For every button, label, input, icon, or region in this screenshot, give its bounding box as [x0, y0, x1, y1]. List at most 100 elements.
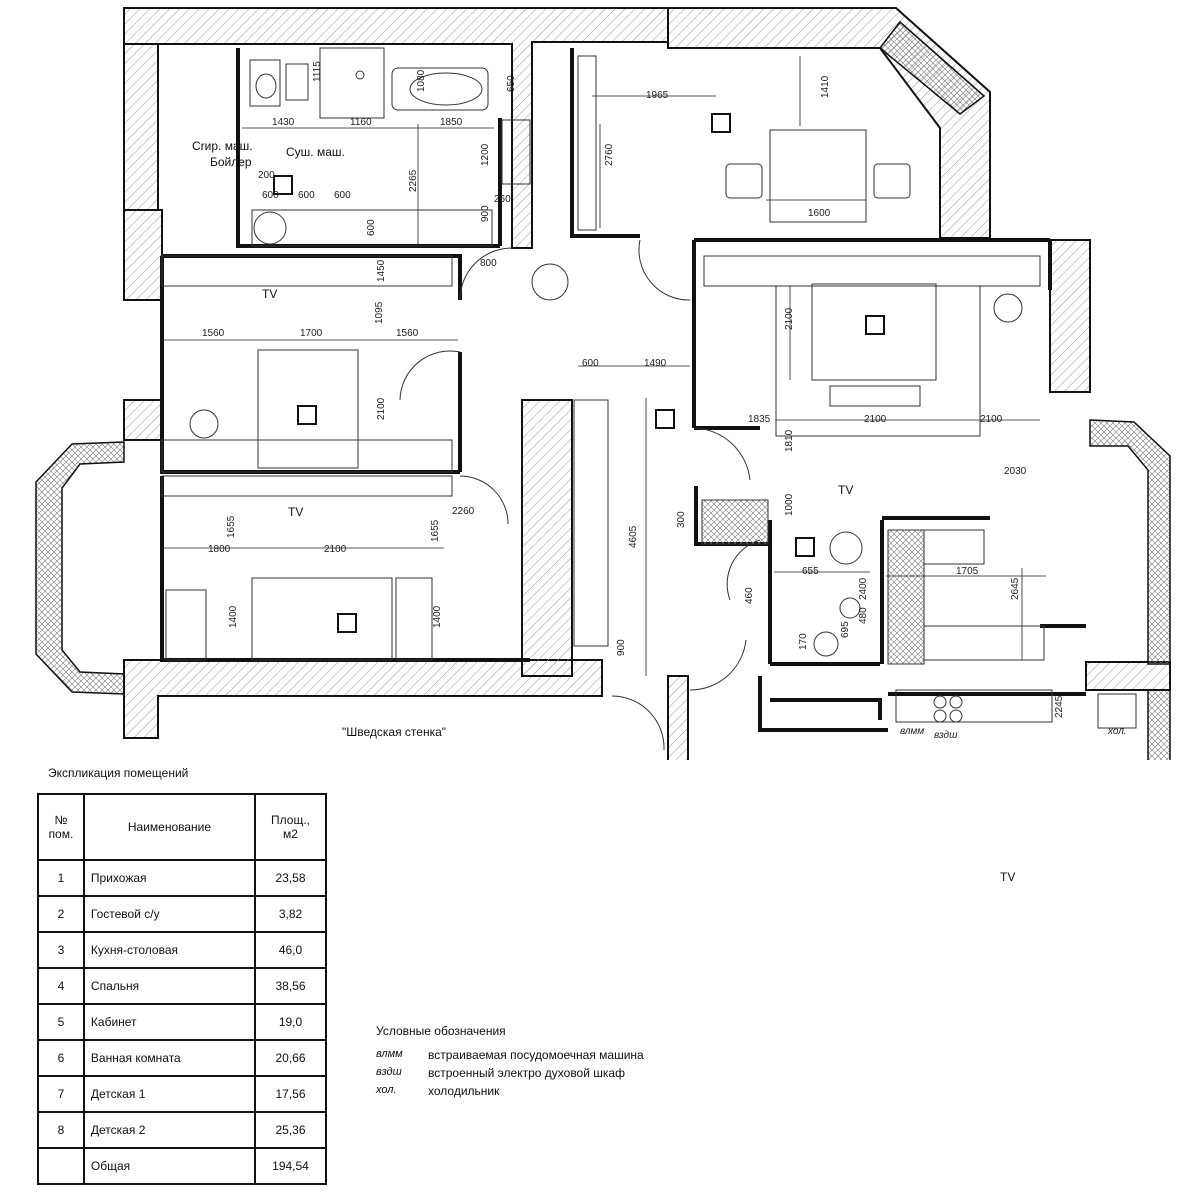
row-num: 5 [37, 1003, 85, 1041]
dim-label: 1000 [784, 493, 795, 516]
dim-label: 4605 [628, 525, 639, 548]
washer-label: Сrир. маш. [192, 139, 253, 153]
row-area: 19,0 [254, 1003, 327, 1041]
boiler-label: Бойлер [210, 155, 252, 169]
dim-label: 2100 [784, 307, 795, 330]
dim-label: 800 [480, 258, 497, 269]
tv-label-3: TV [838, 483, 853, 497]
header-area: Площ., м2 [254, 793, 327, 861]
dim-label: 1560 [202, 328, 225, 339]
row-num: 2 [37, 895, 85, 933]
dim-label: 1600 [808, 208, 831, 219]
dim-label: 655 [802, 566, 819, 577]
swedish-wall-label: "Шведская стенка" [342, 725, 446, 739]
row-area: 46,0 [254, 931, 327, 969]
row-name: Кабинет [82, 1003, 257, 1041]
row-name: Спальня [82, 967, 257, 1005]
dimension-lines [162, 56, 1046, 676]
dim-label: 600 [262, 190, 279, 201]
dim-label: 2100 [864, 414, 887, 425]
header-num: № пом. [37, 793, 85, 861]
dim-label: 600 [582, 358, 599, 369]
row-name: Ванная комната [82, 1039, 257, 1077]
legend-abbr: хол. [376, 1084, 397, 1096]
dim-label: 1080 [416, 69, 427, 92]
dim-label: 1400 [432, 605, 443, 628]
bay-window-top [878, 20, 986, 115]
dim-label: 2100 [980, 414, 1003, 425]
dim-label: 900 [480, 205, 491, 222]
tv-label-4: TV [1000, 870, 1016, 884]
fridge-tag: хол. [1107, 726, 1127, 737]
dim-label: 1655 [226, 515, 237, 538]
dimension-labels: 1430 1160 1850 1115 1080 650 1200 2265 2… [202, 61, 1065, 718]
row-name: Гостевой с/у [82, 895, 257, 933]
dim-label: 600 [366, 219, 377, 236]
row-name: Детская 1 [82, 1075, 257, 1113]
dryer-label: Суш. маш. [286, 145, 345, 159]
room-labels: Сrир. маш. Бойлер Суш. маш. TV TV TV "Шв… [192, 139, 1127, 741]
table-row: 3 Кухня-столовая 46,0 [37, 931, 327, 969]
dim-label: 2645 [1010, 577, 1021, 600]
row-num: 7 [37, 1075, 85, 1113]
room-schedule-table: № пом. Наименование Площ., м2 1 Прихожая… [37, 793, 327, 1185]
furniture [161, 47, 1137, 729]
row-area: 25,36 [254, 1111, 327, 1149]
dim-label: 1115 [312, 61, 323, 82]
schedule-header-row: № пом. Наименование Площ., м2 [37, 793, 327, 861]
legend-abbr: влмм [376, 1048, 403, 1060]
row-area: 20,66 [254, 1039, 327, 1077]
dim-label: 695 [840, 621, 851, 638]
dim-label: 1400 [228, 605, 239, 628]
dim-label: 900 [616, 639, 627, 656]
dim-label: 2100 [376, 397, 387, 420]
dim-label: 1450 [376, 259, 387, 282]
dim-label: 1095 [374, 301, 385, 324]
dim-label: 1430 [272, 117, 295, 128]
legend-item: вздш встроенный электро духовой шкаф [376, 1066, 644, 1084]
table-row: 7 Детская 1 17,56 [37, 1075, 327, 1113]
row-name: Детская 2 [82, 1111, 257, 1149]
dim-label: 1850 [440, 117, 463, 128]
legend-text: встраиваемая посудомоечная машина [428, 1048, 644, 1062]
row-num: 6 [37, 1039, 85, 1077]
dim-label: 600 [298, 190, 315, 201]
room-markers [273, 113, 885, 633]
legend-title: Условные обозначения [376, 1024, 506, 1038]
row-area: 194,54 [254, 1147, 327, 1185]
table-total-row: Общая 194,54 [37, 1147, 327, 1185]
dim-label: 1560 [396, 328, 419, 339]
dim-label: 2265 [408, 169, 419, 192]
tv-label-1: TV [262, 287, 277, 301]
row-name: Кухня-столовая [82, 931, 257, 969]
dim-label: 1705 [956, 566, 979, 577]
row-num: 4 [37, 967, 85, 1005]
row-name: Общая [82, 1147, 257, 1185]
table-row: 4 Спальня 38,56 [37, 967, 327, 1005]
dim-label: 2760 [604, 143, 615, 166]
dim-label: 480 [858, 607, 869, 624]
dim-label: 2030 [1004, 466, 1027, 477]
dim-label: 1700 [300, 328, 323, 339]
dim-label: 2400 [858, 577, 869, 600]
dim-label: 2100 [324, 544, 347, 555]
dim-label: 1160 [350, 117, 372, 128]
legend-text: холодильник [428, 1084, 500, 1098]
table-row: 2 Гостевой с/у 3,82 [37, 895, 327, 933]
dim-label: 200 [258, 170, 275, 181]
row-area: 23,58 [254, 859, 327, 897]
table-row: 8 Детская 2 25,36 [37, 1111, 327, 1149]
table-row: 1 Прихожая 23,58 [37, 859, 327, 897]
dim-label: 300 [676, 511, 687, 528]
row-name: Прихожая [82, 859, 257, 897]
row-num: 1 [37, 859, 85, 897]
dim-label: 1965 [646, 90, 669, 101]
dim-label: 1835 [748, 414, 771, 425]
floor-plan: 1430 1160 1850 1115 1080 650 1200 2265 2… [35, 7, 1171, 884]
table-row: 6 Ванная комната 20,66 [37, 1039, 327, 1077]
dim-label: 1410 [820, 75, 831, 98]
row-area: 17,56 [254, 1075, 327, 1113]
dim-label: 1810 [784, 429, 795, 452]
legend-item: хол. холодильник [376, 1084, 644, 1102]
dim-label: 260 [494, 194, 511, 205]
